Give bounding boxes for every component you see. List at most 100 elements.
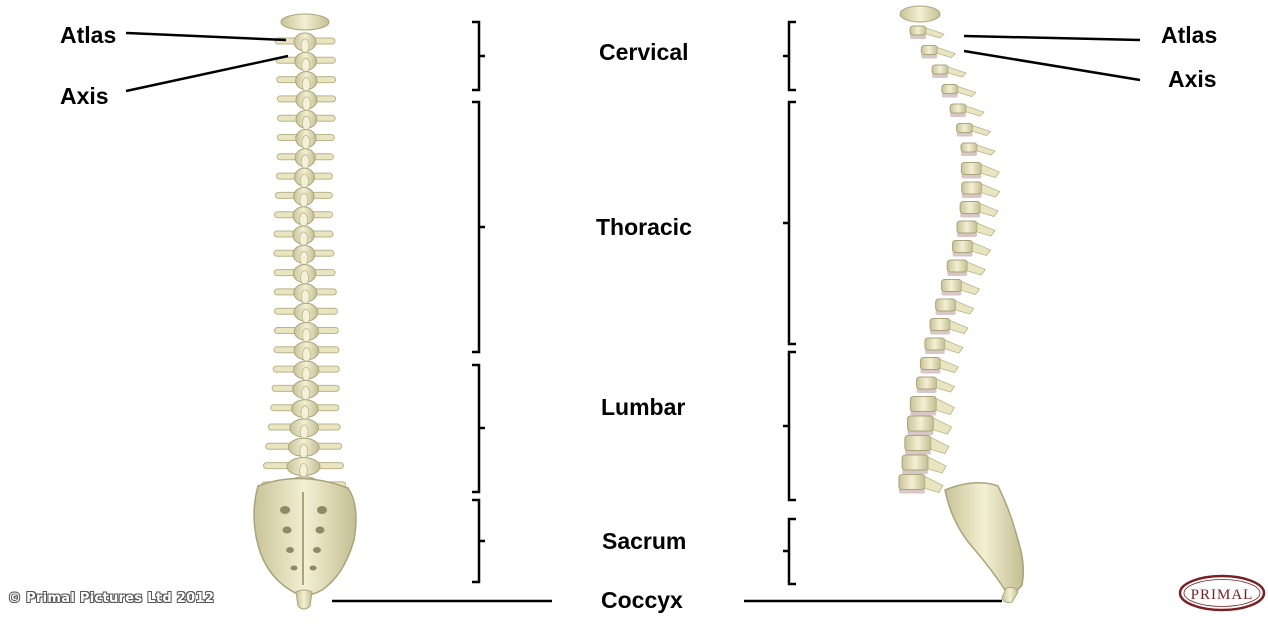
spinous-process	[302, 348, 310, 362]
atlas-label-right: Atlas	[1161, 24, 1217, 47]
spinous-process	[301, 155, 309, 169]
atlas-vertebra-lateral	[900, 6, 940, 22]
region-brackets	[472, 22, 796, 584]
vertebra-lateral	[957, 124, 973, 133]
atlas-left-leader	[126, 33, 286, 40]
vertebra-lateral	[950, 104, 966, 113]
spinous-process-lateral	[937, 48, 955, 58]
posterior-coccyx	[296, 590, 312, 609]
spinous-process-lateral	[961, 282, 979, 295]
spinous-process	[301, 406, 309, 420]
thoracic-bracket-right	[783, 102, 796, 344]
vertebra-lateral	[942, 85, 958, 94]
lumbar-label: Lumbar	[601, 396, 685, 419]
vertebra-lateral	[957, 221, 977, 233]
atlas-right-leader	[964, 36, 1140, 40]
spinous-process-lateral	[931, 438, 949, 454]
spinous-process-lateral	[925, 477, 943, 493]
sacrum-bracket-left	[472, 500, 485, 582]
spinous-process	[300, 213, 308, 227]
lateral-vertebrae	[899, 6, 1000, 494]
spinous-process	[301, 271, 309, 285]
vertebra-lateral	[930, 319, 950, 331]
vertebra-lateral	[921, 46, 937, 55]
axis-left-leader	[126, 56, 288, 91]
atlas-vertebra-posterior	[281, 14, 329, 30]
spinous-process	[300, 444, 308, 458]
spinous-process-lateral	[958, 87, 976, 97]
posterior-spine-view	[254, 14, 356, 609]
spinous-process-lateral	[937, 379, 955, 392]
axis-label-left: Axis	[60, 85, 109, 108]
cervical-bracket-right	[783, 22, 796, 90]
vertebra-lateral	[925, 338, 945, 350]
spinous-process-lateral	[966, 106, 984, 116]
cervical-bracket-left	[472, 22, 485, 90]
vertebra-lateral	[908, 416, 934, 431]
spinous-process-lateral	[948, 67, 966, 77]
lumbar-bracket-right	[783, 352, 796, 500]
primal-logo: PRIMAL	[1178, 574, 1266, 612]
sacrum-bracket-right	[783, 519, 796, 584]
vertebra-lateral	[961, 143, 977, 152]
spinous-process-lateral	[967, 262, 985, 275]
spinous-process	[302, 136, 310, 150]
vertebra-lateral	[953, 241, 973, 253]
spinous-process-lateral	[977, 145, 995, 155]
spinous-process	[302, 58, 310, 72]
lateral-sacrum	[945, 483, 1023, 592]
spinous-process	[301, 290, 309, 304]
spinous-process	[302, 97, 310, 111]
atlas-label-left: Atlas	[60, 24, 116, 47]
spinous-process	[302, 329, 310, 343]
spinous-process	[302, 78, 310, 92]
vertebra-lateral	[961, 163, 981, 175]
spinous-process-lateral	[982, 184, 1000, 197]
vertebra-lateral	[932, 65, 948, 74]
spinous-process	[302, 116, 310, 130]
spinous-process-lateral	[934, 418, 952, 434]
spinous-process	[300, 174, 308, 188]
spinous-process-lateral	[973, 243, 991, 256]
spinous-process-lateral	[950, 321, 968, 334]
lateral-spine-view	[899, 6, 1023, 603]
svg-text:PRIMAL: PRIMAL	[1191, 587, 1254, 603]
copyright-notice: © Primal Pictures Ltd 2012	[8, 591, 214, 606]
vertebra-lateral	[947, 260, 967, 272]
spinous-process-lateral	[973, 126, 991, 136]
sacrum-label: Sacrum	[602, 530, 686, 553]
spinous-process	[301, 39, 309, 53]
spinous-process	[300, 232, 308, 246]
axis-right-leader	[964, 51, 1140, 80]
vertebra-lateral	[936, 299, 956, 311]
spinous-process-lateral	[940, 360, 958, 373]
thoracic-label: Thoracic	[596, 216, 692, 239]
spinous-process-lateral	[926, 28, 944, 38]
spinous-process-lateral	[977, 223, 995, 236]
vertebra-lateral	[960, 202, 980, 214]
spinous-process-lateral	[936, 399, 954, 415]
vertebra-lateral	[905, 436, 931, 451]
spinous-process	[302, 386, 310, 400]
posterior-vertebrae	[262, 14, 346, 497]
thoracic-bracket-left	[472, 102, 485, 352]
spinous-process	[300, 425, 308, 439]
vertebra-lateral	[962, 182, 982, 194]
vertebra-lateral	[902, 455, 928, 470]
cervical-label: Cervical	[599, 41, 689, 64]
spinous-process-lateral	[981, 165, 999, 178]
coccyx-label: Coccyx	[601, 589, 683, 612]
spinous-process	[300, 251, 308, 265]
vertebra-lateral	[941, 280, 961, 292]
axis-label-right: Axis	[1168, 68, 1217, 91]
lumbar-bracket-left	[472, 365, 485, 492]
vertebra-lateral	[920, 358, 940, 370]
vertebra-lateral	[910, 26, 926, 35]
spinous-process-lateral	[980, 204, 998, 217]
spinous-process	[300, 464, 308, 478]
spinous-process	[300, 193, 308, 207]
spinous-process	[302, 309, 310, 323]
spinous-process	[302, 367, 310, 381]
